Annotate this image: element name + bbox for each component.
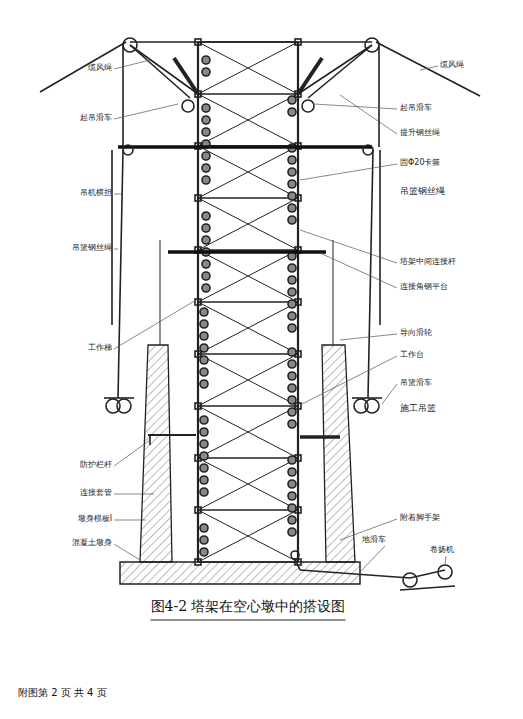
part-label: 缆风绳 xyxy=(440,61,464,70)
part-label: 防护栏杆 xyxy=(80,461,112,470)
part-label: 吊篮滑车 xyxy=(400,379,432,388)
part-label: 导向滑轮 xyxy=(400,329,432,338)
part-label: 工作台 xyxy=(400,351,424,360)
part-label: 缆风绳 xyxy=(88,64,112,73)
part-label: 起吊滑车 xyxy=(80,114,112,123)
page-footer: 附图第 2 页 共 4 页 xyxy=(18,686,107,700)
part-label: 塔架中间连接杆 xyxy=(400,258,456,267)
part-label: 附着脚手架 xyxy=(400,514,440,523)
part-label: 墩身模板Ⅰ xyxy=(78,515,112,524)
part-label: 卷扬机 xyxy=(430,546,454,555)
part-label: 吊篮钢丝绳 xyxy=(72,244,112,253)
part-label: 工作梯 xyxy=(88,344,112,353)
part-label: 地滑车 xyxy=(362,536,386,545)
part-label: 连接角钢平台 xyxy=(400,283,448,292)
part-label: 混凝土墩身 xyxy=(72,539,112,548)
part-label: 施工吊篮 xyxy=(400,404,436,414)
figure-caption: 图4-2 塔架在空心墩中的搭设图 xyxy=(151,598,346,616)
part-label: 固Φ20卡箍 xyxy=(400,159,440,168)
part-label: 提升钢丝绳 xyxy=(400,129,440,138)
part-label: 吊篮钢丝绳 xyxy=(400,187,445,197)
part-label: 吊机横担 xyxy=(80,189,112,198)
part-label: 连接套管 xyxy=(80,489,112,498)
part-label: 起吊滑车 xyxy=(400,104,432,113)
